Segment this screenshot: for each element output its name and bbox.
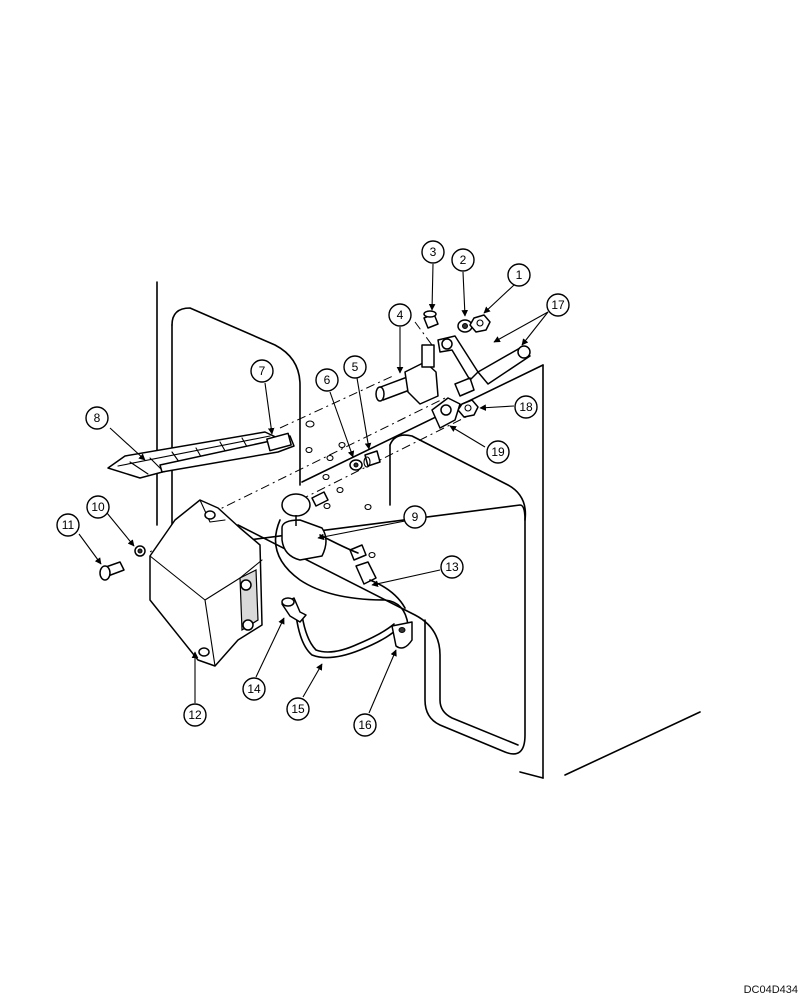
svg-text:2: 2 bbox=[460, 253, 467, 267]
callout-14: 14 bbox=[242, 677, 266, 701]
svg-text:11: 11 bbox=[62, 518, 75, 532]
callout-16: 16 bbox=[353, 713, 377, 737]
svg-text:14: 14 bbox=[247, 682, 261, 696]
hose-elbow bbox=[281, 597, 307, 623]
bolt-3 bbox=[423, 310, 439, 329]
svg-text:7: 7 bbox=[259, 364, 266, 378]
nut-18 bbox=[457, 399, 479, 418]
callout-17: 17 bbox=[546, 293, 570, 317]
washer-reservoir bbox=[149, 499, 263, 667]
wiper-blade bbox=[107, 431, 283, 479]
bolt-11 bbox=[99, 561, 125, 581]
washer-10 bbox=[134, 545, 146, 557]
bracket-19 bbox=[431, 397, 461, 429]
svg-text:17: 17 bbox=[551, 298, 565, 312]
leader-lines bbox=[78, 263, 549, 714]
washer-6 bbox=[349, 459, 363, 471]
washer-2 bbox=[457, 319, 473, 333]
callout-8: 8 bbox=[85, 406, 109, 430]
callout-5: 5 bbox=[343, 355, 367, 379]
callout-1: 1 bbox=[507, 263, 531, 287]
svg-text:8: 8 bbox=[94, 411, 101, 425]
wiper-arm bbox=[159, 432, 295, 473]
svg-text:10: 10 bbox=[91, 500, 105, 514]
callout-11: 11 bbox=[56, 513, 80, 537]
svg-text:1: 1 bbox=[516, 268, 523, 282]
callout-2: 2 bbox=[451, 248, 475, 272]
callout-10: 10 bbox=[86, 495, 110, 519]
washer-hose bbox=[295, 614, 397, 659]
svg-text:6: 6 bbox=[324, 373, 331, 387]
callout-7: 7 bbox=[250, 359, 274, 383]
wiper-motor bbox=[281, 491, 377, 585]
washer-nozzle bbox=[391, 621, 413, 649]
linkage-arms bbox=[437, 335, 531, 397]
bushing-5 bbox=[363, 450, 381, 468]
svg-text:16: 16 bbox=[358, 718, 372, 732]
callout-4: 4 bbox=[388, 303, 412, 327]
svg-text:9: 9 bbox=[412, 510, 419, 524]
svg-text:15: 15 bbox=[291, 702, 305, 716]
pivot-shaft bbox=[375, 344, 439, 405]
callout-13: 13 bbox=[440, 555, 464, 579]
svg-text:19: 19 bbox=[491, 445, 505, 459]
callout-12: 12 bbox=[183, 703, 207, 727]
svg-text:12: 12 bbox=[188, 708, 202, 722]
callout-9: 9 bbox=[403, 505, 427, 529]
callout-6: 6 bbox=[315, 368, 339, 392]
callout-19: 19 bbox=[486, 440, 510, 464]
svg-text:4: 4 bbox=[397, 308, 404, 322]
svg-text:5: 5 bbox=[352, 360, 359, 374]
svg-text:18: 18 bbox=[519, 400, 533, 414]
nut-1 bbox=[469, 314, 491, 333]
callout-3: 3 bbox=[421, 240, 445, 264]
callout-15: 15 bbox=[286, 697, 310, 721]
svg-text:13: 13 bbox=[445, 560, 459, 574]
drawing-reference-code: DC04D434 bbox=[743, 984, 798, 996]
svg-text:3: 3 bbox=[430, 245, 437, 259]
callout-18: 18 bbox=[514, 395, 538, 419]
